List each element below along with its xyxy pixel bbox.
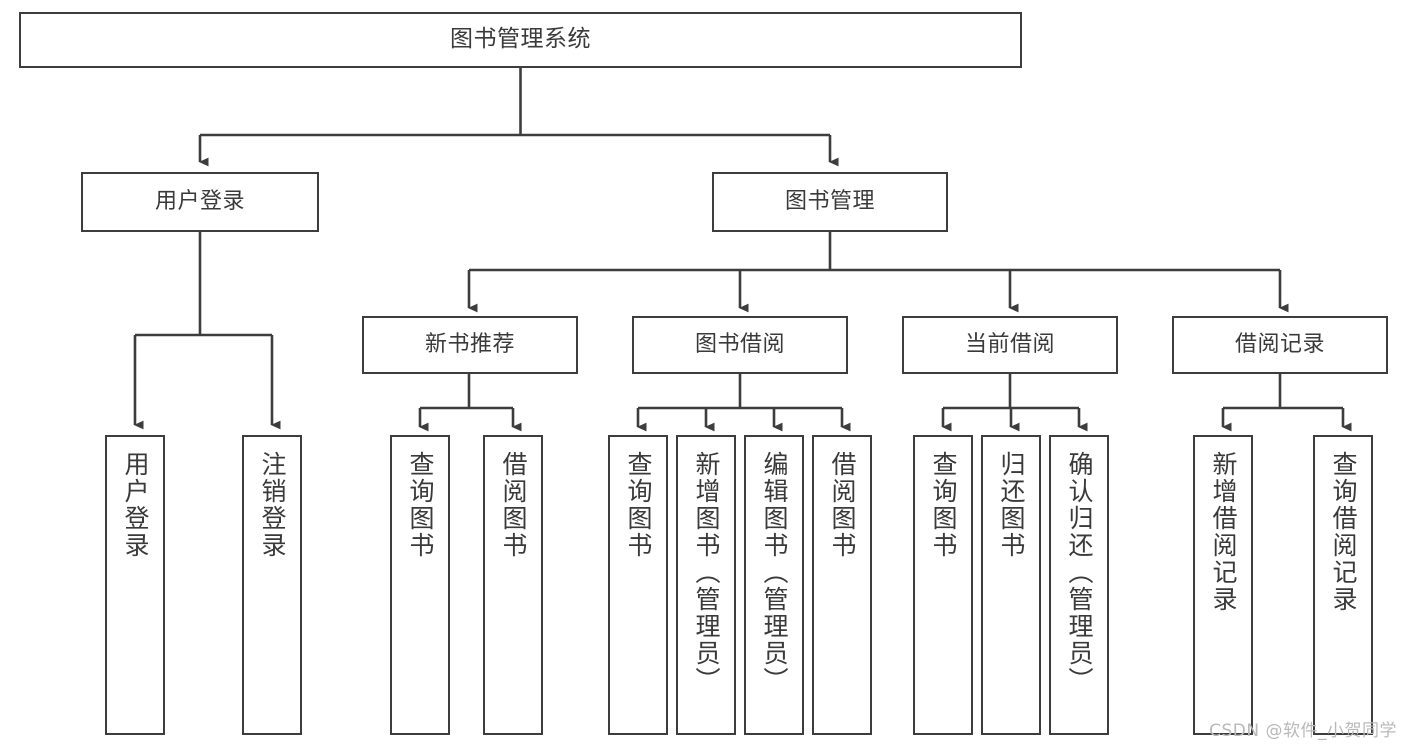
node-leaf-edit-book[interactable]: 编辑图书（管理员）	[744, 435, 804, 735]
node-leaf-borrow-book-1[interactable]: 借阅图书	[483, 435, 543, 735]
node-book-manage[interactable]: 图书管理	[712, 172, 948, 232]
node-label: 查询图书	[406, 451, 435, 559]
node-root-book-management-system[interactable]: 图书管理系统	[19, 12, 1022, 68]
node-label: 新增借阅记录	[1209, 451, 1238, 613]
node-label: 查询借阅记录	[1329, 451, 1358, 613]
node-label: 查询图书	[624, 451, 653, 559]
node-new-book-recommend[interactable]: 新书推荐	[362, 316, 578, 374]
node-leaf-add-book[interactable]: 新增图书（管理员）	[676, 435, 736, 735]
node-leaf-query-book-2[interactable]: 查询图书	[608, 435, 668, 735]
node-label: 注销登录	[258, 451, 287, 559]
node-label: 新增图书（管理员）	[692, 451, 721, 694]
node-label: 查询图书	[929, 451, 958, 559]
node-leaf-borrow-book-2[interactable]: 借阅图书	[812, 435, 872, 735]
node-current-borrow[interactable]: 当前借阅	[902, 316, 1118, 374]
node-leaf-confirm-return[interactable]: 确认归还（管理员）	[1049, 435, 1109, 735]
node-label: 确认归还（管理员）	[1065, 451, 1094, 694]
node-leaf-user-login[interactable]: 用户登录	[105, 435, 165, 735]
node-label: 用户登录	[154, 188, 245, 214]
node-leaf-add-record[interactable]: 新增借阅记录	[1193, 435, 1253, 735]
node-leaf-query-book-1[interactable]: 查询图书	[390, 435, 450, 735]
watermark: CSDN @软件_小贺同学	[1209, 721, 1397, 741]
node-label: 用户登录	[121, 451, 150, 559]
node-label: 编辑图书（管理员）	[760, 451, 789, 694]
node-book-borrow[interactable]: 图书借阅	[632, 316, 848, 374]
node-leaf-user-logout[interactable]: 注销登录	[242, 435, 302, 735]
node-label: 图书借阅	[694, 331, 785, 357]
node-leaf-query-book-3[interactable]: 查询图书	[913, 435, 973, 735]
node-leaf-query-record[interactable]: 查询借阅记录	[1313, 435, 1373, 735]
node-label: 图书管理	[784, 188, 875, 214]
node-label: 当前借阅	[964, 331, 1055, 357]
node-label: 借阅图书	[499, 451, 528, 559]
node-label: 图书管理系统	[450, 26, 591, 53]
node-label: 归还图书	[997, 451, 1026, 559]
node-leaf-return-book[interactable]: 归还图书	[981, 435, 1041, 735]
node-borrow-record[interactable]: 借阅记录	[1172, 316, 1388, 374]
node-label: 新书推荐	[424, 331, 515, 357]
node-label: 借阅图书	[828, 451, 857, 559]
node-user-login[interactable]: 用户登录	[81, 172, 319, 232]
node-label: 借阅记录	[1234, 331, 1325, 357]
